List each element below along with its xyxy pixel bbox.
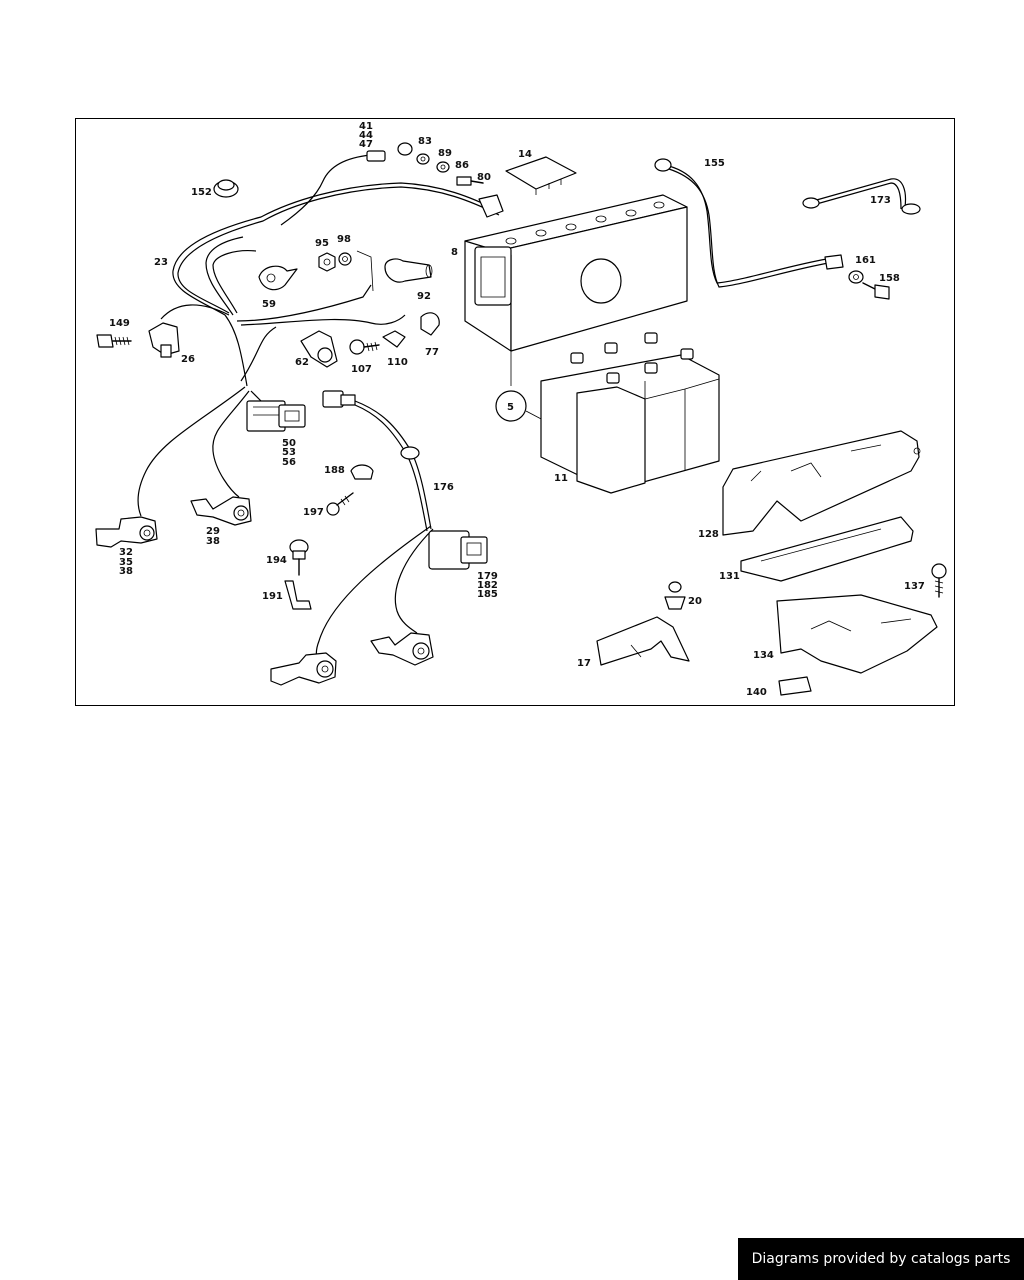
terminal-chain <box>366 142 504 218</box>
washer-98 <box>338 252 352 266</box>
panel-128 <box>722 430 921 536</box>
wiring-harness <box>137 154 500 517</box>
screw-197 <box>326 492 354 516</box>
label-14: 14 <box>518 149 532 160</box>
label-176: 176 <box>433 482 454 493</box>
label-44: 44 <box>359 130 373 141</box>
callout-5 <box>495 390 546 422</box>
label-182: 182 <box>477 580 498 591</box>
cell-blocks-11 <box>540 332 720 494</box>
clip-59 <box>258 265 298 291</box>
label-50: 50 <box>282 438 296 449</box>
boot-92 <box>384 258 433 283</box>
washer-161 <box>848 270 864 284</box>
clip-20 <box>664 581 686 610</box>
label-194: 194 <box>266 555 287 566</box>
label-17: 17 <box>577 658 591 669</box>
label-86: 86 <box>455 160 469 171</box>
label-152: 152 <box>191 187 212 198</box>
label-77: 77 <box>425 347 439 358</box>
label-92: 92 <box>417 291 431 302</box>
clip-140 <box>778 676 812 696</box>
label-35: 35 <box>119 557 133 568</box>
label-185: 185 <box>477 589 498 600</box>
label-56: 56 <box>282 457 296 468</box>
clip-188 <box>350 464 374 480</box>
label-173: 173 <box>870 195 891 206</box>
label-62: 62 <box>295 357 309 368</box>
cable-173 <box>802 178 921 215</box>
label-191: 191 <box>262 591 283 602</box>
label-131: 131 <box>719 571 740 582</box>
label-80: 80 <box>477 172 491 183</box>
bolt-194 <box>289 539 309 576</box>
label-107: 107 <box>351 364 372 375</box>
label-47: 47 <box>359 139 373 150</box>
panel-134 <box>776 594 938 674</box>
label-5: 5 <box>507 402 514 413</box>
screw-107 <box>349 339 380 355</box>
label-20: 20 <box>688 596 702 607</box>
battery-8 <box>464 194 688 386</box>
sensor-32-35-38 <box>95 516 158 548</box>
label-137: 137 <box>904 581 925 592</box>
label-161: 161 <box>855 255 876 266</box>
label-158: 158 <box>879 273 900 284</box>
label-41: 41 <box>359 121 373 132</box>
sensor-29-38 <box>190 496 252 526</box>
plate-14 <box>505 156 577 195</box>
grommet-152 <box>213 179 239 198</box>
bolt-158 <box>862 282 890 300</box>
wiring-harness-176 <box>315 390 488 666</box>
label-38a: 38 <box>206 536 220 547</box>
label-155: 155 <box>704 158 725 169</box>
parts-diagram: 41 44 47 83 89 86 80 14 155 152 173 8 95… <box>95 121 947 698</box>
part-labels: 41 44 47 83 89 86 80 14 155 152 173 8 95… <box>109 121 925 698</box>
label-197: 197 <box>303 507 324 518</box>
label-98: 98 <box>337 234 351 245</box>
label-32: 32 <box>119 547 133 558</box>
label-179: 179 <box>477 571 498 582</box>
label-89: 89 <box>438 148 452 159</box>
sensor-lower-2 <box>370 632 434 666</box>
bracket-26 <box>148 322 180 358</box>
label-26: 26 <box>181 354 195 365</box>
label-188: 188 <box>324 465 345 476</box>
ground-cable-155 <box>654 158 844 288</box>
label-29: 29 <box>206 526 220 537</box>
bracket-191 <box>284 580 312 610</box>
parts-diagram-frame: 41 44 47 83 89 86 80 14 155 152 173 8 95… <box>75 118 955 706</box>
nut-95 <box>318 252 336 272</box>
boot-77 <box>420 312 440 336</box>
label-83: 83 <box>418 136 432 147</box>
label-140: 140 <box>746 687 767 698</box>
screw-137 <box>931 563 947 598</box>
label-149: 149 <box>109 318 130 329</box>
label-134: 134 <box>753 650 774 661</box>
connector-50-53-56 <box>246 400 306 432</box>
clip-62 <box>300 330 338 368</box>
sensor-lower-1 <box>270 652 337 686</box>
connector-110 <box>382 330 406 348</box>
screw-149 <box>96 334 132 348</box>
lead-line-98 <box>356 250 374 292</box>
label-53: 53 <box>282 447 296 458</box>
label-128: 128 <box>698 529 719 540</box>
panel-131 <box>740 516 914 582</box>
label-23: 23 <box>154 257 168 268</box>
label-38b: 38 <box>119 566 133 577</box>
label-110: 110 <box>387 357 408 368</box>
label-95: 95 <box>315 238 329 249</box>
label-8: 8 <box>451 247 458 258</box>
credit-banner: Diagrams provided by catalogs parts <box>738 1238 1024 1280</box>
bracket-17 <box>596 616 690 666</box>
label-59: 59 <box>262 299 276 310</box>
label-11: 11 <box>554 473 568 484</box>
